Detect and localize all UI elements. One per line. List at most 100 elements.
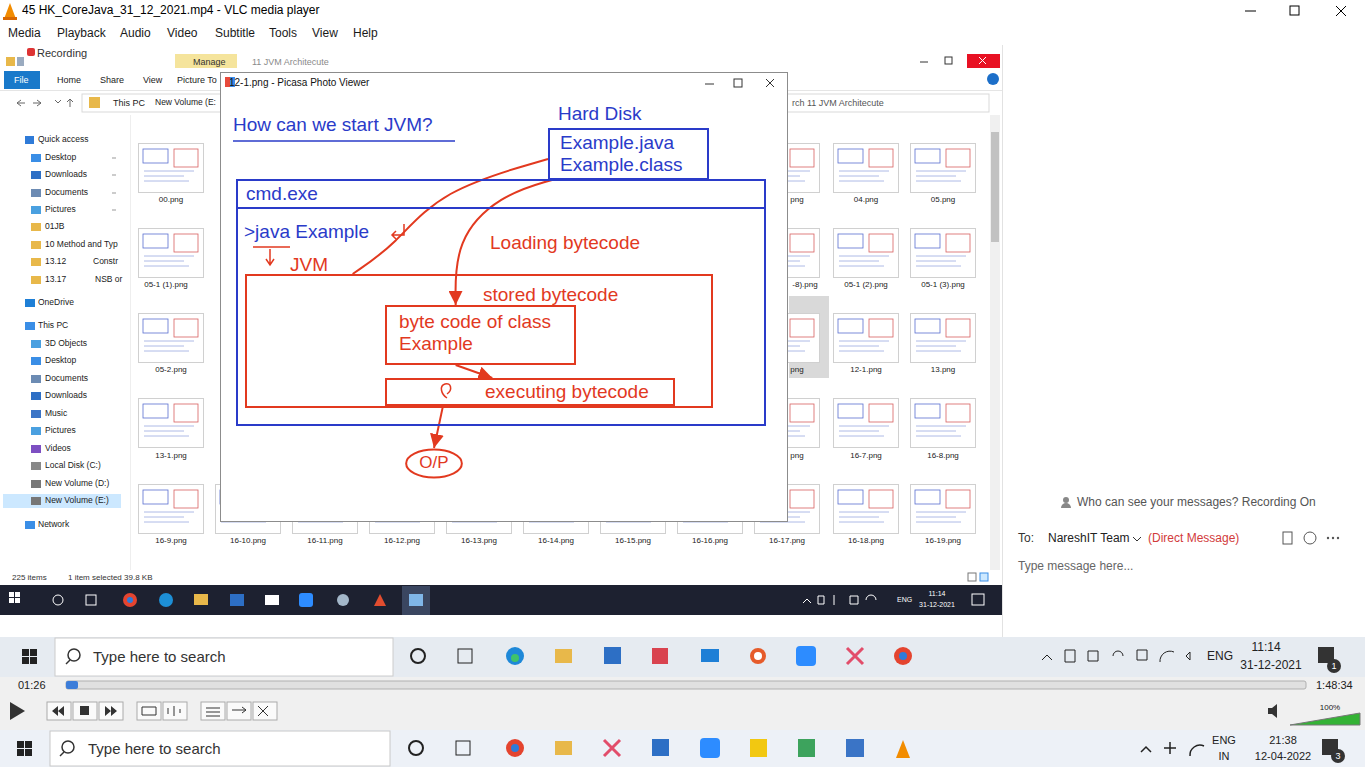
ui-text: Type message here...	[1018, 560, 1133, 574]
storage-box: Hard DiskExample.javaExample.class	[548, 128, 709, 180]
recorded-taskbar	[230, 594, 244, 606]
recorded-taskbar	[53, 595, 63, 605]
host-taskbar	[506, 739, 524, 757]
explorer-window	[130, 115, 131, 570]
host-taskbar	[652, 739, 669, 756]
ui-text: 100%	[1320, 703, 1340, 712]
ui-text: 12-1.png	[850, 365, 882, 374]
jvm-box: JVMstored bytecodebyte code of class Exa…	[245, 274, 713, 408]
ui-text: 45 HK_CoreJava_31_12_2021.mp4 - VLC medi…	[22, 4, 320, 18]
explorer-window	[175, 54, 237, 68]
vlc-controls	[1290, 713, 1360, 725]
outer-taskbar	[0, 637, 1365, 677]
node-text: cmd.exe	[238, 181, 764, 209]
host-taskbar	[1141, 742, 1204, 756]
ui-text: Playback	[57, 27, 106, 41]
node-text: >java Example	[244, 221, 369, 243]
console-box: cmd.exe >java ExampleJVMstored bytecodeby…	[236, 179, 766, 426]
ui-text: New Volume (D:)	[45, 479, 109, 489]
ui-text: Videos	[45, 444, 71, 454]
picasa-window-frame	[220, 72, 788, 522]
ui-text: 12-04-2022	[1255, 750, 1311, 763]
nav-icon	[31, 445, 41, 453]
chat-panel	[1332, 537, 1334, 539]
ui-text: 16-16.png	[692, 536, 728, 545]
ui-text: Pictures	[45, 426, 76, 436]
ui-text: ENG	[897, 596, 912, 604]
chat-panel	[1063, 497, 1069, 503]
explorer-window	[967, 54, 1000, 68]
ui-text: View	[143, 75, 162, 85]
ellipse-outline	[406, 450, 462, 478]
ui-text: Constr	[93, 257, 118, 267]
picasa-window-frame	[220, 72, 788, 522]
thumbnail	[834, 144, 899, 193]
vlc-menu-bar	[0, 22, 1365, 45]
explorer-window	[979, 57, 986, 64]
ui-text: Documents	[45, 188, 88, 198]
chat-panel	[1002, 45, 1365, 637]
nav-icon	[25, 299, 35, 307]
thumbnail	[911, 144, 976, 193]
ui-text: 16-8.png	[927, 451, 959, 460]
nav-icon	[25, 521, 35, 529]
ui-text: 16-18.png	[848, 536, 884, 545]
ui-text: Home	[57, 75, 81, 85]
recorded-taskbar	[409, 594, 423, 606]
vlc-controls	[227, 702, 251, 720]
nav-icon	[31, 480, 41, 488]
ui-text: Quick access	[38, 135, 89, 145]
vlc-controls	[66, 681, 1306, 689]
connector	[456, 365, 493, 378]
recorded-taskbar	[803, 595, 876, 605]
thumbnail	[834, 229, 899, 278]
outer-taskbar	[701, 649, 719, 662]
node-text: JVM	[290, 254, 328, 276]
nav-icon	[25, 136, 34, 144]
outer-taskbar	[0, 637, 1365, 677]
ui-text: 13.17	[45, 275, 66, 285]
explorer-window	[945, 57, 952, 64]
thumbnail	[139, 144, 204, 193]
vlc-controls	[10, 702, 25, 720]
ui-text: 16-7.png	[850, 451, 882, 460]
chat-panel	[1061, 503, 1071, 508]
explorer-window	[990, 115, 1000, 570]
edge-label: Loading bytecode	[488, 232, 642, 254]
ui-text: Type here to search	[93, 648, 226, 665]
outer-taskbar	[1327, 659, 1341, 673]
ui-text: This PC	[113, 98, 145, 108]
node-text: O/P	[417, 453, 451, 473]
ui-text: 11:14	[1251, 641, 1280, 655]
ui-text: 31-12-2021	[1240, 659, 1301, 673]
vlc-controls	[52, 706, 117, 716]
vlc-controls	[0, 677, 1365, 730]
ui-text: 05-1 (1).png	[144, 280, 188, 289]
ui-text: Video	[167, 27, 197, 41]
node-text: Example.java	[560, 132, 697, 154]
recorded-taskbar	[972, 594, 984, 605]
recorded-taskbar	[194, 594, 208, 605]
ui-text: Downloads	[45, 391, 87, 401]
vlc-title-bar	[1290, 6, 1299, 15]
host-taskbar	[50, 731, 390, 766]
recorded-taskbar	[123, 593, 137, 607]
explorer-window	[784, 94, 989, 112]
picasa-window-frame	[705, 84, 714, 85]
host-taskbar	[555, 741, 572, 755]
thumbnail	[911, 314, 976, 363]
output-ellipse: O/P	[405, 448, 463, 479]
process-box: executing bytecode	[385, 378, 675, 406]
picasa-window-frame	[766, 79, 774, 87]
vlc-title-bar	[1245, 11, 1256, 12]
nav-icon	[31, 427, 41, 435]
outer-taskbar	[894, 647, 912, 665]
ui-text: Desktop	[45, 153, 76, 163]
nav-icon	[31, 206, 41, 214]
ui-text: 11 JVM Architecute	[252, 57, 329, 67]
outer-taskbar	[55, 638, 393, 676]
host-taskbar	[1331, 749, 1345, 763]
outer-taskbar	[68, 649, 80, 661]
nav-icon	[31, 340, 41, 348]
chat-panel	[1133, 537, 1141, 541]
